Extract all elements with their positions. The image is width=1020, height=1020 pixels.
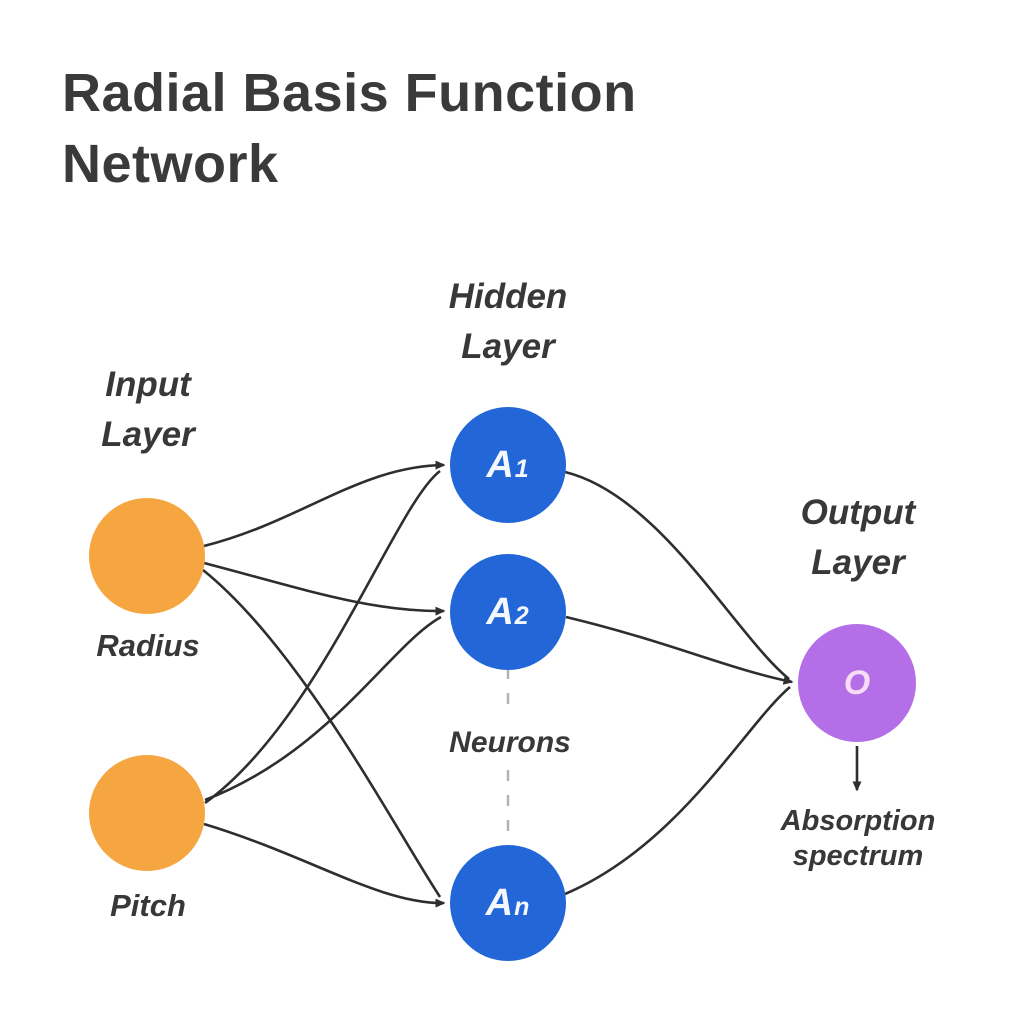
- output-layer-label-line-2: Layer: [811, 543, 905, 583]
- hidden-layer-label-line-2: Layer: [461, 327, 555, 367]
- hidden-node-a1-label-sub: 1: [514, 454, 530, 483]
- input-layer-label-line-1: Input: [105, 365, 191, 404]
- hidden-node-a2: A2: [450, 554, 566, 670]
- hidden-node-an-label-sub: n: [514, 892, 531, 921]
- edge-radius-to-an: [202, 568, 442, 898]
- output-layer-label: Output Layer: [738, 488, 978, 588]
- hidden-node-a2-label-sub: 2: [514, 601, 530, 630]
- hidden-node-a1-label: A1: [486, 444, 529, 487]
- page-title-line-1: Radial Basis Function: [62, 63, 637, 123]
- hidden-layer-caption: Neurons: [449, 726, 571, 759]
- input-node-radius-caption: Radius: [96, 628, 200, 663]
- output-layer-label-line-1: Output: [800, 493, 916, 532]
- hidden-layer-label: Hidden Layer: [388, 272, 628, 372]
- output-node-caption-line-2: spectrum: [792, 839, 924, 872]
- input-node-pitch-caption: Pitch: [110, 888, 186, 923]
- edge-radius-to-a1: [203, 460, 446, 548]
- hidden-layer-label-line-1: Hidden: [448, 277, 568, 316]
- output-node-caption: Absorption spectrum: [728, 804, 988, 874]
- hidden-node-a2-label-main: A: [486, 590, 515, 633]
- edge-a2-to-o: [565, 615, 794, 685]
- input-node-radius: [89, 498, 205, 614]
- output-node-o: O: [798, 624, 916, 742]
- edge-radius-to-a2: [203, 561, 446, 616]
- output-node-o-label: O: [843, 663, 871, 702]
- input-node-pitch: [89, 755, 205, 871]
- output-node-caption-line-1: Absorption: [780, 805, 936, 837]
- hidden-node-an: An: [450, 845, 566, 961]
- hidden-node-a1: A1: [450, 407, 566, 523]
- hidden-node-a2-label: A2: [486, 591, 529, 634]
- input-layer-label: Input Layer: [28, 360, 268, 460]
- page-title: Radial Basis Function Network: [62, 58, 822, 201]
- hidden-node-a1-label-main: A: [486, 443, 515, 486]
- input-layer-label-line-2: Layer: [101, 415, 195, 455]
- hidden-node-an-label: An: [486, 882, 531, 925]
- page-title-line-2: Network: [62, 134, 279, 195]
- hidden-node-an-label-main: A: [485, 881, 515, 924]
